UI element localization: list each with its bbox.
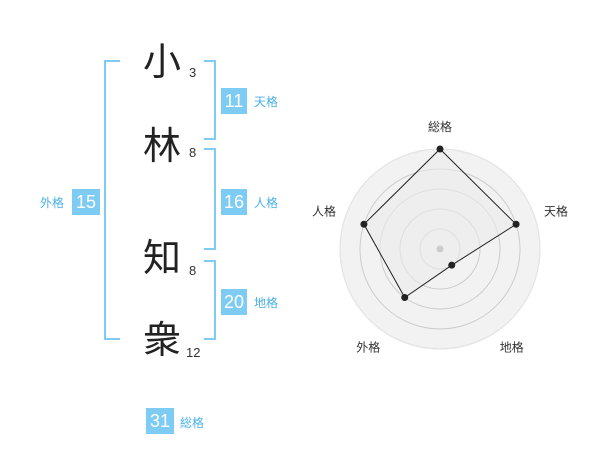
radar-point-3	[448, 261, 456, 269]
stroke-count-1: 3	[189, 65, 197, 80]
radar-polygon	[363, 148, 517, 299]
soukaku-badge: 31	[146, 408, 174, 434]
name-char-2: 林	[142, 124, 181, 168]
radar-axis-label-5: 人格	[312, 203, 336, 218]
chikaku-label: 地格	[254, 296, 279, 310]
stroke-count-2: 8	[189, 145, 197, 160]
gaikaku-bracket	[104, 60, 120, 340]
radar-point-4	[401, 294, 409, 302]
radar-point-2	[512, 220, 520, 228]
tenkaku-badge: 11	[221, 88, 247, 114]
name-char-4: 衆	[142, 318, 181, 362]
radar-point-5	[360, 220, 368, 228]
radar-axis-label-1: 総格	[428, 119, 452, 134]
tenkaku-bracket	[204, 60, 216, 140]
jinkaku-label: 人格	[254, 196, 279, 210]
gaikaku-label: 外格	[40, 196, 65, 210]
radar-point-1	[436, 145, 444, 153]
tenkaku-label: 天格	[254, 95, 279, 109]
radar-axis-label-4: 外格	[356, 340, 380, 355]
soukaku-label: 総格	[180, 416, 205, 430]
chikaku-bracket	[204, 260, 216, 340]
name-char-3: 知	[142, 236, 181, 280]
stroke-count-4: 12	[186, 345, 201, 360]
radar-axis-label-3: 地格	[500, 340, 524, 355]
stroke-count-3: 8	[189, 263, 197, 278]
radar-center-dot	[436, 245, 444, 253]
gaikaku-badge: 15	[72, 189, 100, 215]
radar-axis-label-2: 天格	[544, 203, 568, 218]
chikaku-badge: 20	[221, 289, 247, 315]
name-char-1: 小	[142, 40, 181, 84]
jinkaku-bracket	[204, 148, 216, 250]
jinkaku-badge: 16	[221, 189, 247, 215]
